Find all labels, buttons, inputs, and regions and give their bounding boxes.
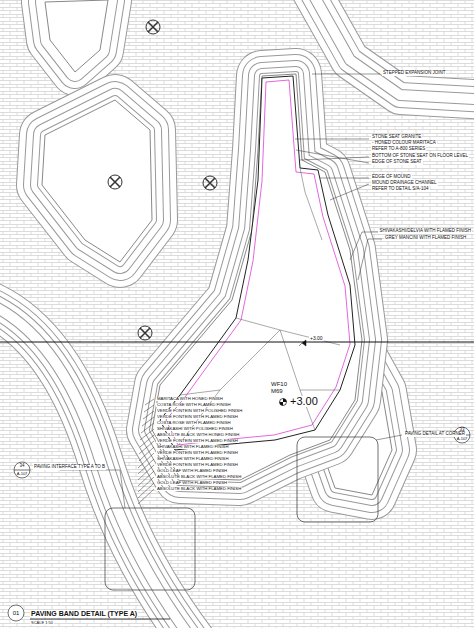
- note-text: EDGE OF MOUND: [371, 175, 412, 180]
- note-text: - HONED COLOUR MARITACA: [371, 141, 437, 146]
- material-note: SHIVAKASHI/DELVIA WITH FLAMED FINISH: [378, 229, 472, 234]
- drawing-number: 01: [12, 610, 21, 616]
- callout-ref: A-107: [16, 472, 29, 476]
- level-marker-big: [280, 399, 287, 406]
- material-note: MARITACA WITH HONED FINISH: [156, 397, 224, 401]
- tree-symbols: [108, 20, 217, 340]
- material-note: COSTA ROSE WITH FLAMED FINISH: [156, 421, 232, 425]
- material-note: VERDE FONTEIN WITH FLAMED FINISH: [156, 451, 239, 455]
- material-note: SHIVAKASHI WITH FLAMED FINISH: [156, 445, 230, 449]
- callout-number: 34: [18, 464, 25, 469]
- note-text: EDGE OF STONE SEAT: [371, 160, 423, 165]
- level-text: +3.00: [289, 396, 319, 407]
- note-text: STONE SEAT GRANITE: [371, 135, 422, 140]
- note-text: REFER TO A-800 SERIES: [371, 147, 426, 152]
- note-text: BOTTOM OF STONE SEAT ON FLOOR LEVEL: [371, 154, 469, 159]
- tag-text: WF10: [270, 381, 288, 387]
- title-underline: [30, 619, 170, 620]
- callout-text: PAVING INTERFACE TYPE A TO B: [33, 465, 106, 470]
- material-note: GREY MANCINI WITH FLAMED FINISH: [384, 236, 467, 241]
- level-text: +3.00: [309, 336, 324, 341]
- section-line: [0, 342, 474, 343]
- material-note: VERDE FONTEIN WITH FLAMED FINISH: [156, 463, 239, 467]
- material-note: VERDE FONTEIN WITH POLISHED FINISH: [156, 409, 243, 413]
- material-note: GOLD LEAF WITH FLAMED FINISH: [156, 481, 228, 485]
- material-note: VERDE FONTEIN WITH FLAMED FINISH: [156, 439, 239, 443]
- level-marker: [299, 340, 306, 346]
- detail-boxes: [105, 437, 378, 590]
- material-note: COSTA ROSE WITH FLAMED FINISH: [156, 403, 232, 407]
- callout-number: 33: [458, 428, 465, 433]
- note-text: STEPPED EXPANSION JOINT: [382, 71, 446, 76]
- material-note: GOLD LEAF WITH FLAMED FINISH: [156, 469, 228, 473]
- note-text: REFER TO DETAIL S/A-104: [371, 187, 430, 192]
- tag-text: M69: [270, 388, 284, 394]
- material-note: SHIVAKASHI WITH FLAMED FINISH: [156, 457, 230, 461]
- leader-lines: [60, 74, 402, 508]
- callout-ref: A-107: [456, 437, 469, 441]
- section-callouts: [8, 427, 470, 621]
- callout-text: PAVING DETAIL AT CORNER: [404, 432, 466, 437]
- mound-bands: [42, 0, 392, 495]
- material-note: ABSOLUTE BLACK WITH HONED FINISH: [156, 433, 240, 437]
- material-note: ABSOLUTE BLACK WITH FLAMED FINISH: [156, 487, 242, 491]
- scale-text: SCALE 1:50: [30, 621, 54, 625]
- stone-seat: [160, 76, 355, 450]
- material-note: ABSOLUTE BLACK WITH FLAMED FINISH: [156, 475, 242, 479]
- material-note: VERDE FONTEIN WITH FLAMED FINISH: [156, 415, 239, 419]
- material-note: SHIVAKASHI WITH POLISHED FINISH: [156, 427, 234, 431]
- note-text: MOUND DRAINAGE CHANNEL: [371, 181, 438, 186]
- drawing-title: PAVING BAND DETAIL (TYPE A): [30, 610, 138, 617]
